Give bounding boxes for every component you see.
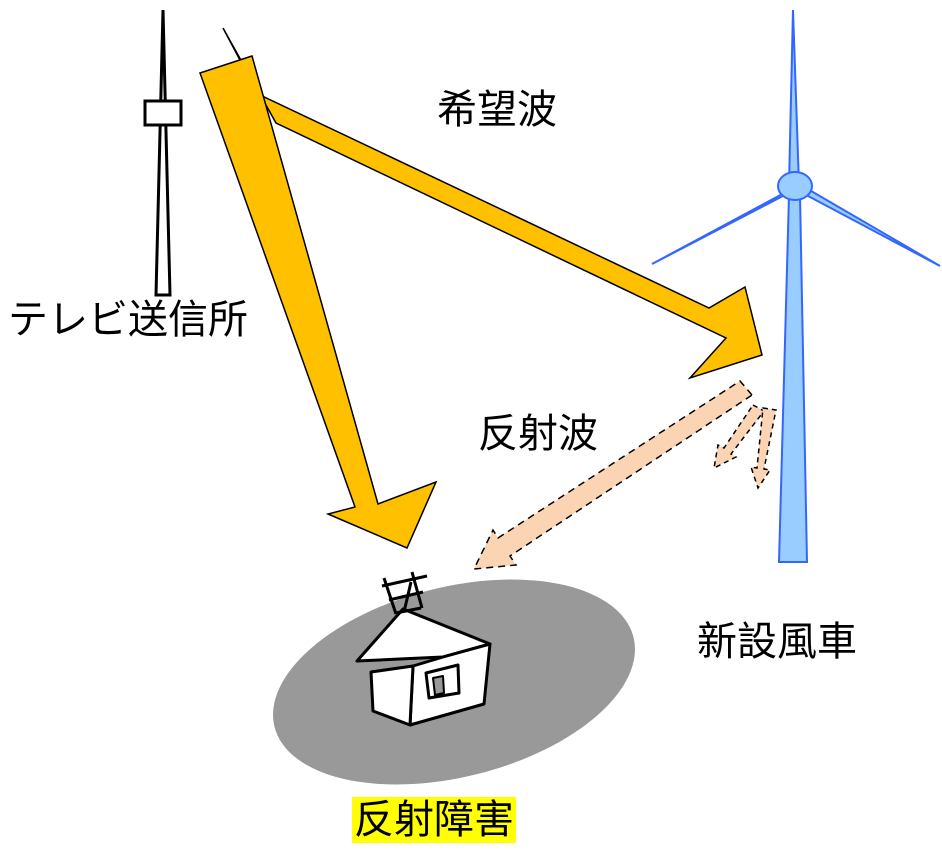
reflected-wave-arrow	[472, 380, 754, 570]
reflection-interference-label: 反射障害	[352, 797, 516, 843]
tv-tower-icon	[143, 9, 183, 297]
tv-tower-label: テレビ送信所	[8, 297, 248, 343]
new-turbine-label: 新設風車	[697, 619, 857, 665]
desired-wave-label: 希望波	[437, 87, 557, 133]
wind-turbine-icon	[651, 9, 941, 563]
reflection-interference-text: 反射障害	[352, 797, 516, 843]
reflected-wave-arrow-small-2	[749, 407, 777, 490]
reflected-wave-arrow-small-1	[713, 404, 766, 470]
reflected-wave-label: 反射波	[478, 411, 598, 457]
antenna-icon	[381, 571, 428, 615]
direct-wave-arrow	[199, 55, 438, 549]
house-icon	[355, 607, 492, 727]
desired-wave-arrow	[222, 27, 763, 380]
